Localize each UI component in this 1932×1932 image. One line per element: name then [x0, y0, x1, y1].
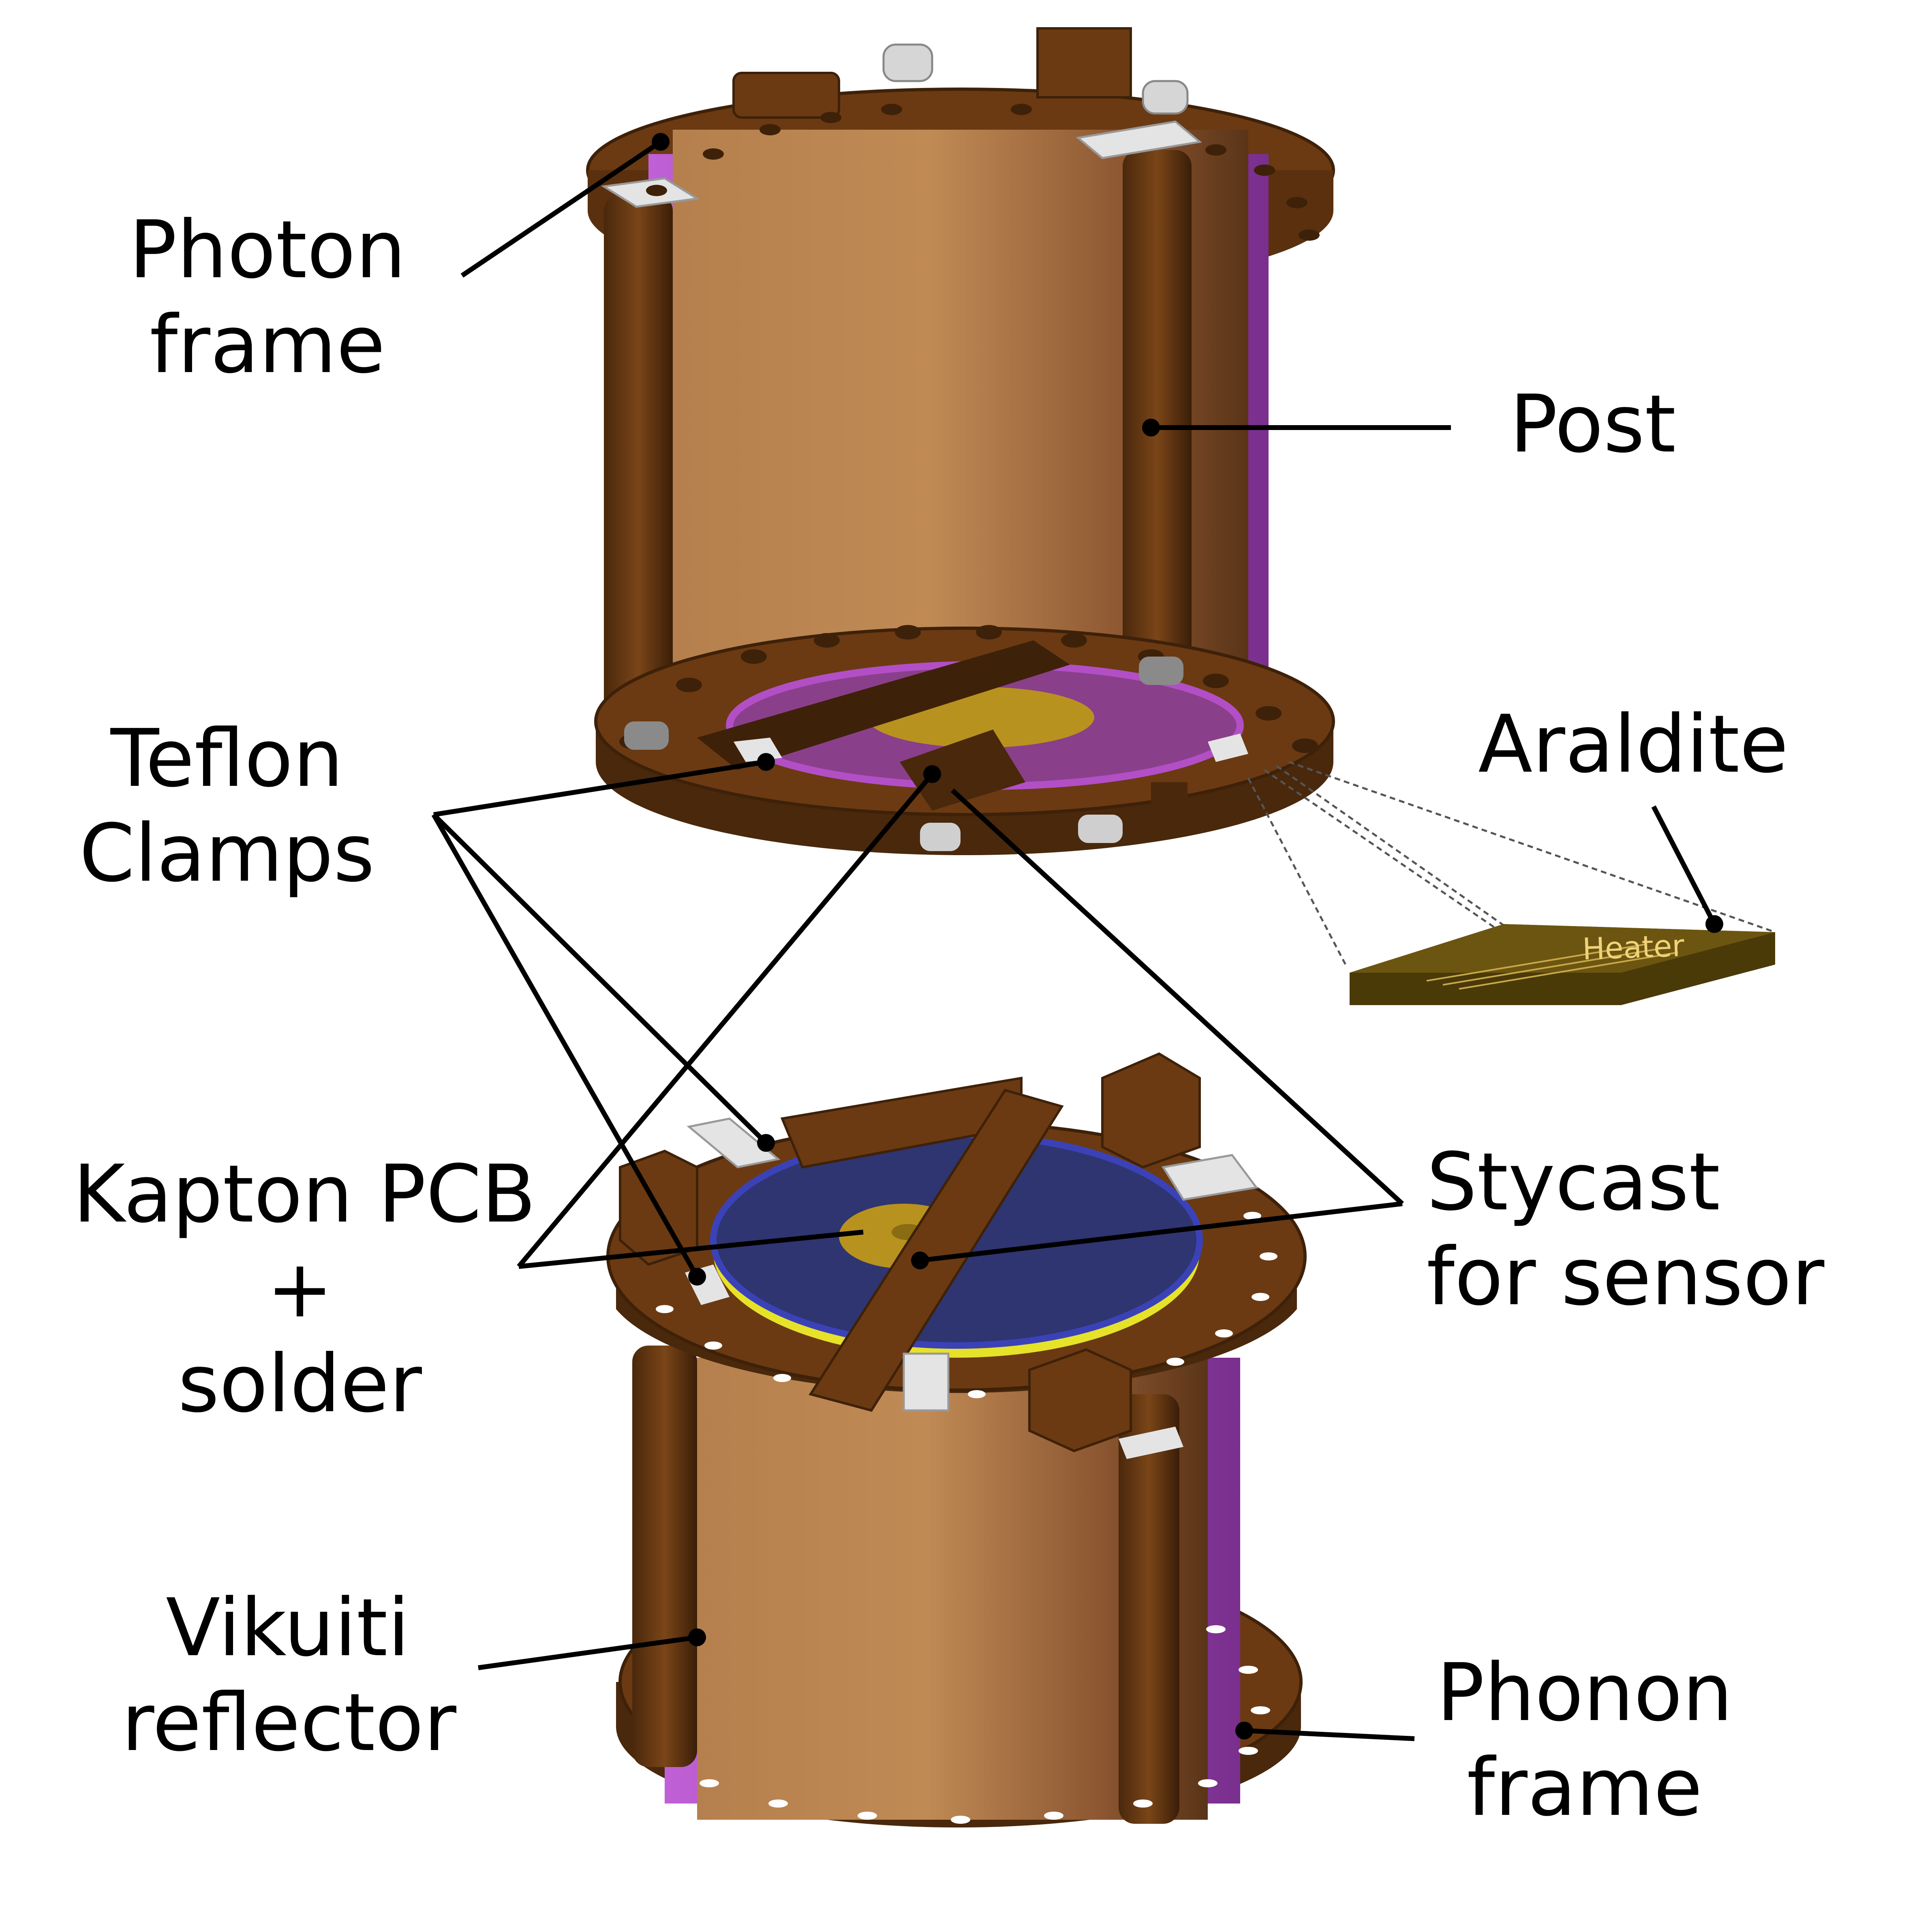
label-stycast: Stycast for sensor	[1427, 1136, 1825, 1323]
upper-kapton-strip	[697, 640, 1070, 770]
upper-post-left	[604, 195, 673, 754]
label-teflon-clamps: Teflon Clamps	[79, 712, 375, 900]
leader-lines	[431, 140, 1717, 1741]
label-kapton-pcb: Kapton PCB + solder	[73, 1148, 536, 1430]
bottom-screw	[1139, 657, 1183, 685]
upper-kapton-tab	[900, 730, 1025, 811]
top-lug	[1036, 27, 1132, 98]
bottom-ring-holes-lower	[700, 1625, 1270, 1824]
top-screw	[1142, 80, 1189, 115]
heater-mount-block	[1151, 782, 1187, 827]
label-phonon-frame: Phonon frame	[1436, 1647, 1733, 1834]
top-ring-holes	[646, 104, 1320, 241]
bottom-screw	[920, 823, 961, 851]
top-screw	[882, 43, 933, 82]
bottom-screw	[1078, 815, 1123, 843]
teflon-clamp-top	[1076, 120, 1202, 159]
upper-module	[586, 27, 1335, 855]
label-vikuiti: Vikuiti reflector	[122, 1582, 457, 1769]
bottom-screw	[624, 721, 669, 750]
teflon-clamp-lower	[903, 1352, 950, 1412]
top-ring-holes-lower	[656, 1212, 1277, 1398]
label-photon-frame: Photon frame	[129, 204, 406, 391]
heater	[1247, 761, 1776, 1005]
label-araldite: Araldite	[1478, 698, 1789, 791]
label-post: Post	[1509, 378, 1676, 471]
lower-kapton-strip-diagonal	[809, 1089, 1064, 1412]
lower-module	[606, 1052, 1307, 1828]
teflon-clamp-lower	[687, 1117, 781, 1168]
lower-post-right	[1119, 1394, 1179, 1824]
lower-lug	[1101, 1052, 1201, 1169]
teflon-clamp-upper-bottom	[1208, 734, 1248, 762]
teflon-clamp-lower	[1119, 1427, 1183, 1459]
label-heater: Heater	[1581, 928, 1685, 967]
top-lug	[732, 72, 840, 119]
leader-dots	[652, 133, 1723, 1739]
upper-post-right	[1123, 150, 1192, 750]
teflon-clamp-lower	[1161, 1154, 1258, 1201]
lower-lug	[1028, 1348, 1132, 1453]
lower-post-left	[632, 1346, 697, 1767]
